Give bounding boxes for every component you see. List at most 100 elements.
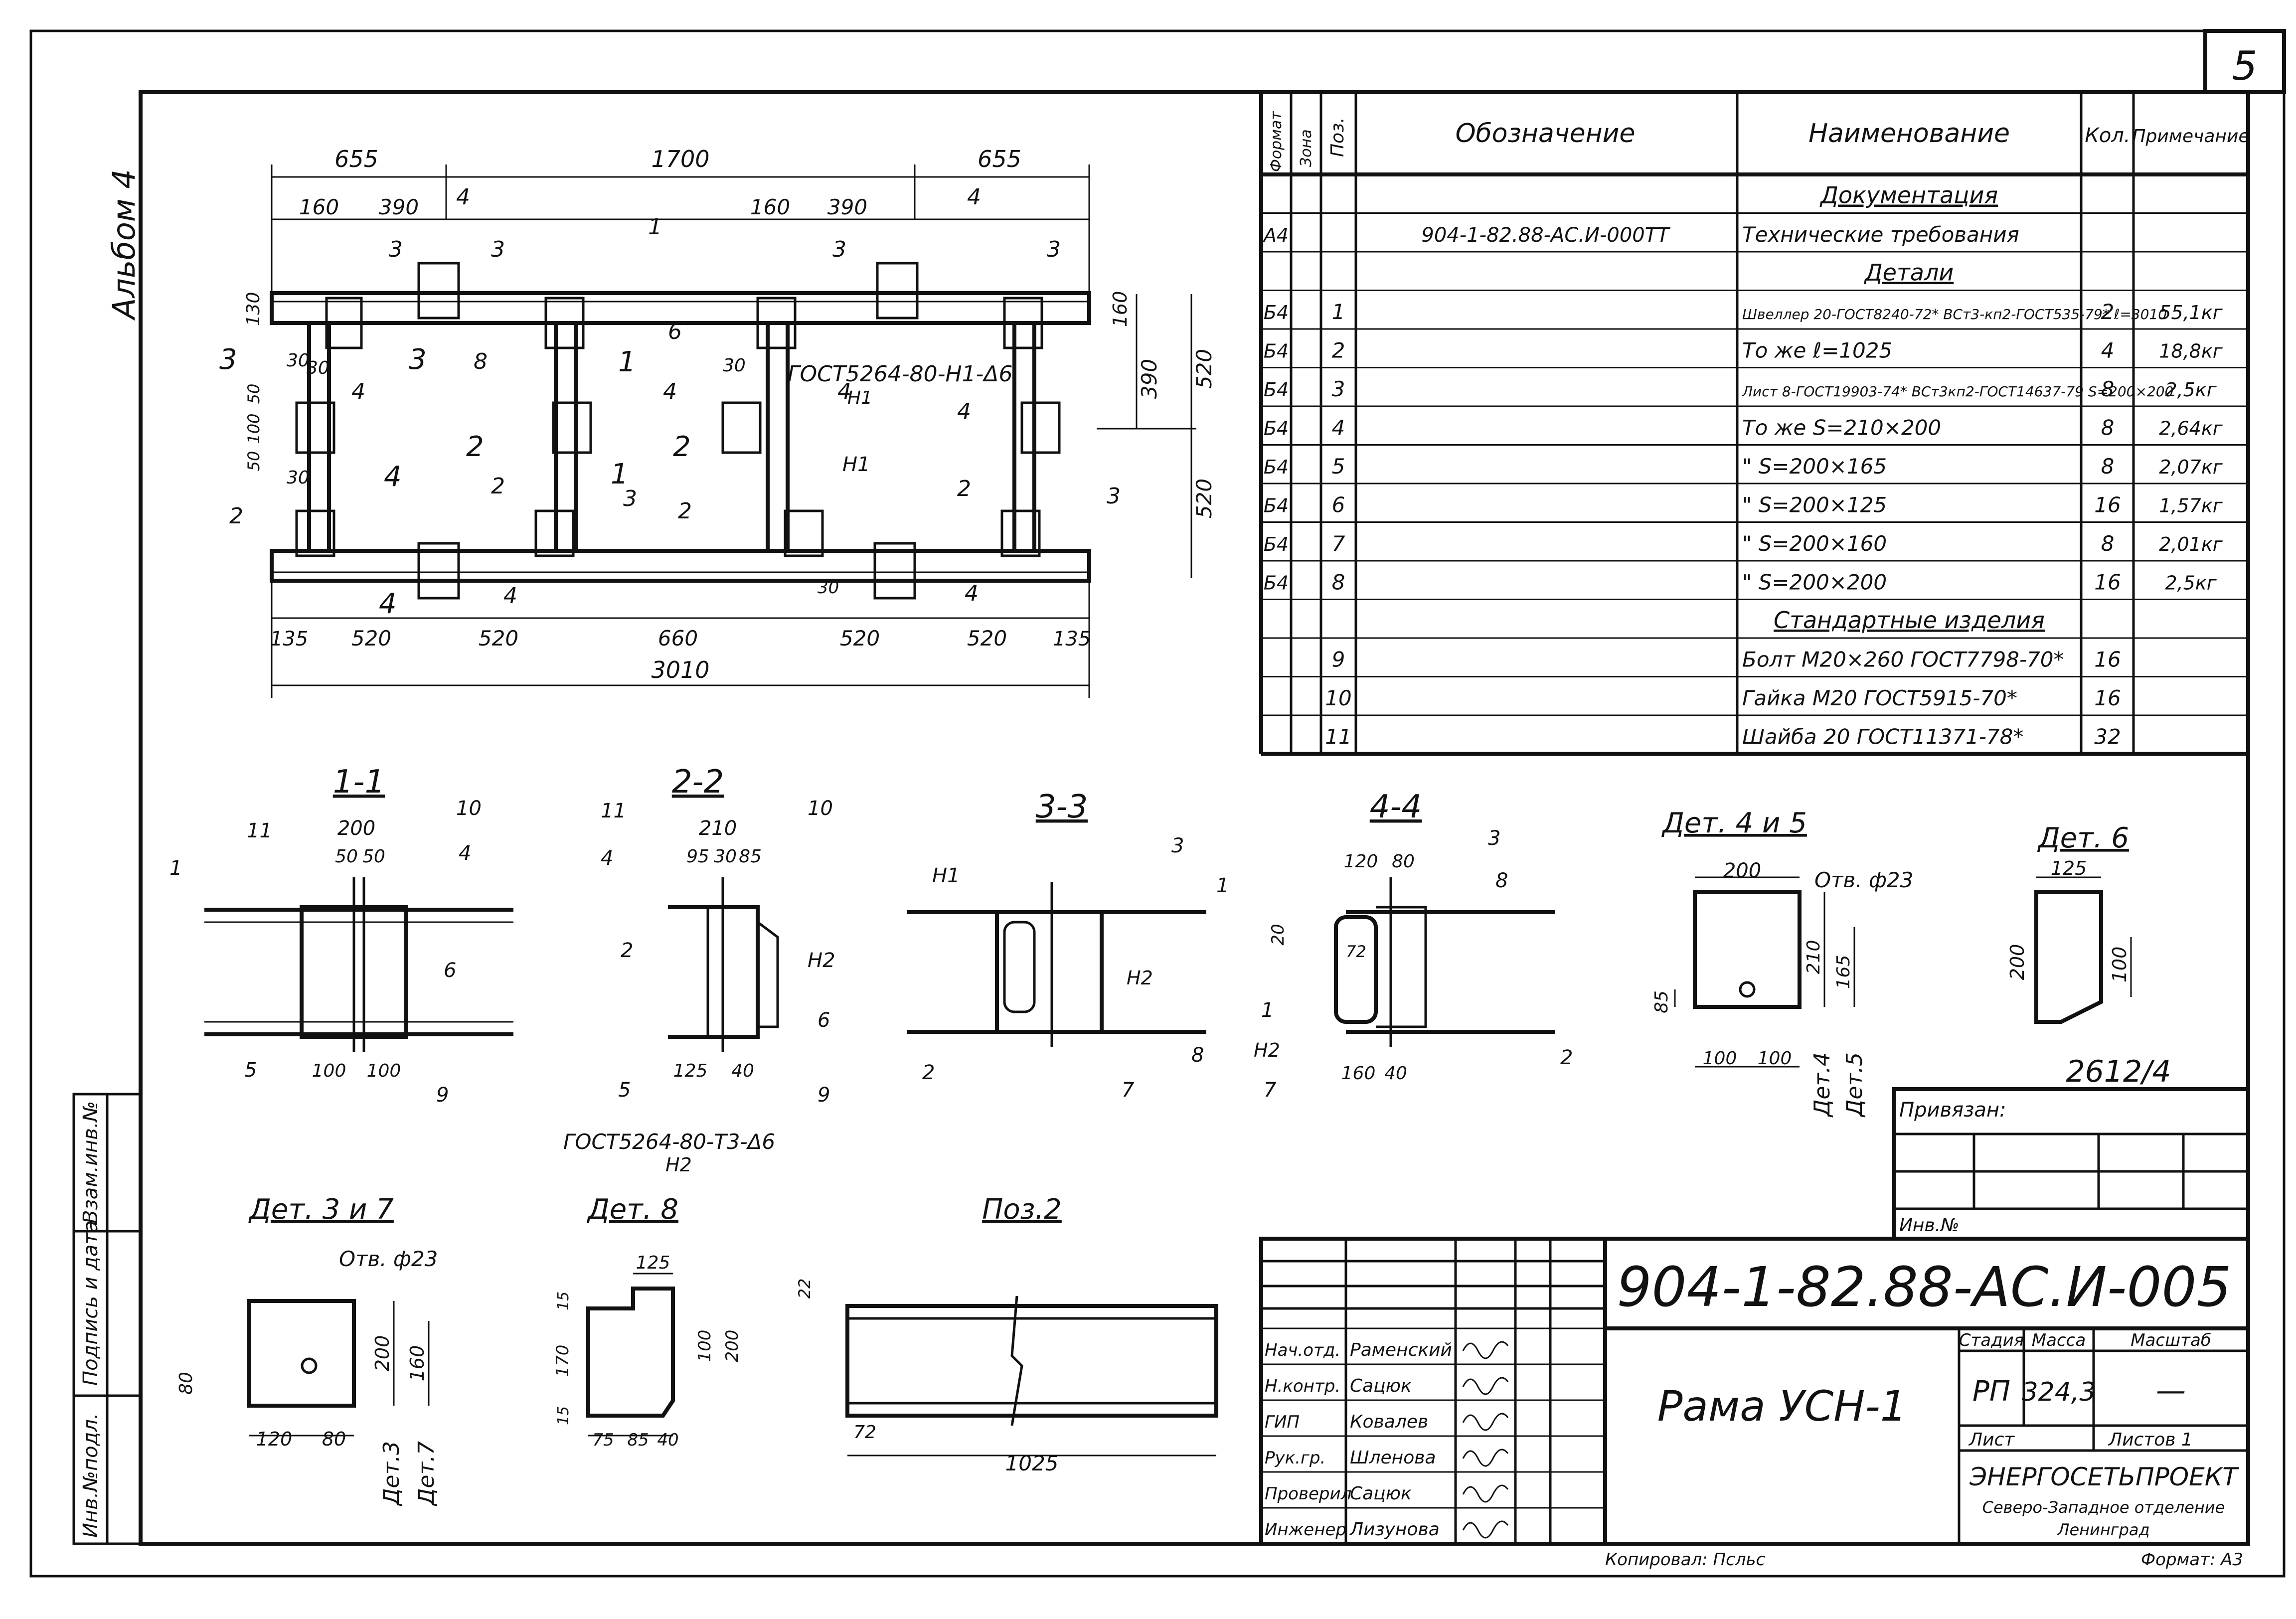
spec-row-note: 2,5кг (2165, 379, 2217, 401)
spec-row-note: 18,8кг (2159, 340, 2223, 362)
s2-label-4: 2 (621, 939, 633, 962)
plan-pos-label-14: 4 (967, 184, 981, 210)
plan-pos-label-10: 3 (1047, 237, 1061, 262)
plan-pos-label-4: 2 (491, 474, 505, 499)
det37-plate (247, 1299, 356, 1408)
det45-mark-1: Дет.4 (1809, 1052, 1835, 1118)
spec-row-name: " S=200×125 (1742, 493, 1887, 517)
spec-row-name: Болт М20×260 ГОСТ7798-70* (1742, 648, 2064, 672)
s1-dim-3: 50 (362, 846, 385, 867)
weld-note-2: ГОСТ5264-80-Т3-Δ6 (563, 1130, 775, 1154)
plan-pos-label-20: 4 (965, 581, 979, 606)
poz2-dim-1: 22 (795, 1279, 814, 1299)
weld-n2: Н2 (665, 1154, 692, 1176)
plan-view (270, 164, 1196, 698)
format-label: Формат: А3 (2141, 1550, 2243, 1570)
drawing-frame (139, 90, 2250, 1546)
spec-header-name: Наименование (1808, 119, 2010, 149)
plan-section-mark-9: 30 (307, 358, 329, 378)
plan-dim-top-1: 655 (334, 146, 378, 172)
s2-dim-2: 95 (686, 846, 709, 867)
plan-crossbeam-1 (307, 321, 331, 553)
spec-row-qty: 2 (2101, 300, 2115, 324)
s1-dim-5: 100 (367, 1061, 401, 1081)
s3-label-3: 1 (1216, 874, 1229, 897)
plan-dim-sub-1: 160 (299, 195, 339, 219)
plan-channel-top (270, 291, 1091, 325)
det37-dim-1: 80 (176, 1372, 196, 1395)
spec-row-pos: 2 (1332, 338, 1345, 363)
det45-plate (1693, 890, 1802, 1009)
plan-dim-sub-4: 390 (827, 195, 867, 219)
plan-channel-bottom (270, 549, 1091, 583)
det37-mark-2: Дет.7 (414, 1441, 439, 1506)
stage-label: Стадия (1959, 1330, 2024, 1350)
s4-dim-2: 80 (1392, 851, 1415, 872)
det37-hole (301, 1357, 318, 1374)
tied-to-label: Привязан: (1899, 1099, 2006, 1122)
plan-section-mark-5: 2 (466, 431, 484, 463)
mass-label: Масса (2032, 1330, 2086, 1350)
section-title-1: 1-1 (333, 764, 385, 801)
plan-section-mark-3: 1 (618, 346, 636, 378)
left-strip-label-2: Подпись и дата (79, 1221, 102, 1386)
det6-dim-3: 100 (2109, 947, 2131, 983)
signer-name: Шленова (1350, 1448, 1436, 1468)
s2-dim-3: 30 (714, 846, 737, 867)
org-name: ЭНЕРГОСЕТЬПРОЕКТ (1969, 1462, 2239, 1491)
s3-label-5: 2 (922, 1061, 935, 1084)
s3-label-4: Н2 (1127, 967, 1153, 989)
spec-row-name: " S=200×200 (1742, 570, 1887, 595)
det8-title: Дет. 8 (586, 1193, 678, 1226)
s2-label-6: 6 (818, 1009, 830, 1032)
det45-dim-6: 100 (1758, 1048, 1792, 1069)
spec-row-qty: 32 (2094, 725, 2121, 749)
det8-dim-4: 15 (555, 1406, 572, 1425)
signer-name: Сацюк (1350, 1483, 1412, 1504)
section-title-2: 2-2 (672, 764, 724, 801)
plan-section-mark-8: 4 (379, 588, 397, 620)
spec-row-qty: 16 (2094, 493, 2121, 517)
plan-dim-right-1: 520 (1192, 349, 1216, 389)
s2-label-7: 5 (618, 1079, 631, 1102)
sheet-number-box (2203, 29, 2286, 94)
spec-row-pos: 11 (1325, 725, 1351, 749)
plan-plates (295, 262, 1061, 600)
spec-row-format: Б4 (1264, 572, 1289, 594)
s2-dim-6: 40 (731, 1061, 754, 1081)
plan-crossbeam-2 (554, 321, 578, 553)
det37-dim-4: 120 (256, 1428, 293, 1450)
plan-pos-label-19: 4 (503, 583, 517, 609)
section-title-4: 4-4 (1370, 789, 1422, 825)
plan-weld-note: ГОСТ5264-80-Н1-Δ6 (788, 361, 1013, 387)
spec-row-pos: 3 (1332, 377, 1345, 401)
plan-pos-label-7: 3 (389, 237, 403, 262)
plan-pos-label-1: 1 (648, 214, 662, 240)
det45-dim-2: 85 (1651, 990, 1672, 1013)
org-city: Ленинград (2057, 1520, 2149, 1539)
spec-row-format: Б4 (1264, 418, 1289, 440)
spec-row-note: 55,1кг (2159, 302, 2223, 324)
spec-section-title: Детали (1864, 259, 1954, 286)
spec-row-format: Б4 (1264, 495, 1289, 517)
s3-label-7: 8 (1191, 1044, 1204, 1067)
scale-label: Масштаб (2131, 1330, 2211, 1350)
plan-dimensions (271, 164, 1196, 698)
plan-dim-sub-2: 390 (379, 195, 419, 219)
plan-weld-n1: Н1 (847, 388, 872, 408)
plan-dim-right-3: 390 (1137, 359, 1161, 399)
plan-dim-bottom-2: 520 (351, 626, 391, 650)
plan-dim-left-1: 130 (243, 292, 264, 326)
det6-title: Дет. 6 (2037, 822, 2129, 854)
signature-icon (1462, 1377, 1509, 1395)
spec-row-format: А4 (1262, 224, 1289, 246)
plan-crossbeam-3 (766, 321, 790, 553)
list-label: Лист (1968, 1430, 2015, 1450)
scale-value: — (2156, 1373, 2186, 1408)
spec-header-pos: Поз. (1327, 117, 1348, 157)
spec-row-note: 1,57кг (2159, 495, 2223, 517)
drawing-code: 904-1-82.88-АС.И-005 (1617, 1255, 2232, 1319)
signature-icon (1462, 1413, 1509, 1431)
